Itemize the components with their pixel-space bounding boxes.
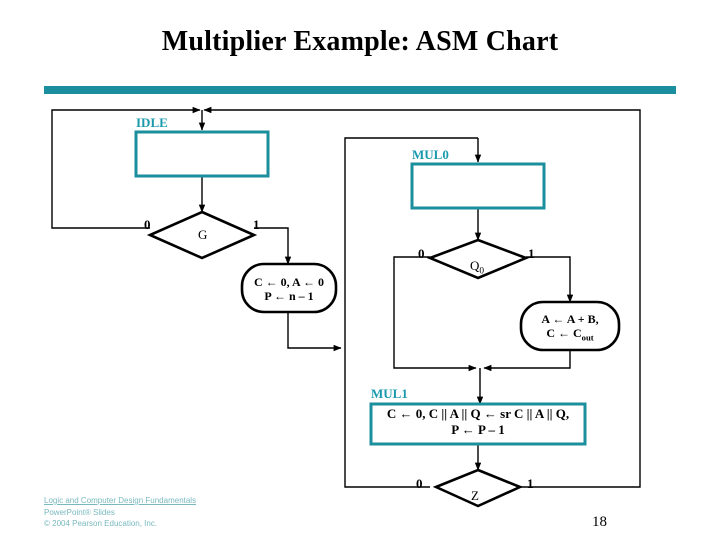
decision-name-q0: Q0 <box>470 258 484 277</box>
branch-label-z-1: 1 <box>527 476 534 491</box>
edge-g1-to-init <box>254 227 292 265</box>
state-body-mul1: C ← 0, C || A || Q ← sr C || A || Q, P ←… <box>371 406 585 437</box>
branch-label-z-0: 0 <box>416 476 423 491</box>
edge-add-to-mul1 <box>488 350 571 369</box>
credits-line-1: Logic and Computer Design Fundamentals <box>44 496 197 505</box>
slide-credits: Logic and Computer Design Fundamentals P… <box>44 495 196 530</box>
asm-edges <box>51 106 641 488</box>
decision-name-z: Z <box>471 488 479 503</box>
mul1-line-1: C ← 0, C || A || Q ← sr C || A || Q, <box>386 406 570 421</box>
add-line-1: A ← A + B, <box>541 312 599 326</box>
decision-name-q0-main: Q <box>470 258 480 273</box>
page-title: Multiplier Example: ASM Chart <box>161 26 559 57</box>
state-label-mul0: MUL0 <box>412 147 449 162</box>
state-box-mul0 <box>410 162 546 210</box>
conditional-output-add <box>519 300 621 352</box>
edge-init-to-mul0col <box>287 312 342 352</box>
edge-q0-1-to-add <box>526 256 574 303</box>
conditional-output-init-text: C ← 0, A ← 0 P ← n – 1 <box>242 275 336 304</box>
credits-line-2: PowerPoint® Slides <box>44 507 115 517</box>
state-box-idle <box>134 130 270 178</box>
init-line-1: C ← 0, A ← 0 <box>253 275 324 289</box>
edge-z1-to-idle <box>208 109 641 488</box>
state-label-idle: IDLE <box>136 115 168 130</box>
state-box-mul1 <box>369 402 587 446</box>
conditional-output-init <box>240 262 338 314</box>
add-line-2-main: C ← C <box>546 325 582 340</box>
page-number: 18 <box>592 514 607 530</box>
edge-z0-return <box>344 348 430 488</box>
decision-name-q0-sub: 0 <box>479 266 485 277</box>
add-line-2-sub: out <box>581 332 594 343</box>
add-line-2: C ← Cout <box>521 325 619 343</box>
decision-diamond-z <box>432 468 524 508</box>
branch-label-g-1: 1 <box>253 217 260 232</box>
edge-g0-to-idle <box>51 109 196 229</box>
credits-line-3: © 2004 Pearson Education, Inc. <box>44 519 158 529</box>
decision-name-g: G <box>198 227 208 242</box>
decision-diamond-g <box>146 210 258 260</box>
init-line-2: P ← n – 1 <box>264 288 314 303</box>
edge-q0-0-to-mul1 <box>393 256 472 369</box>
edge-spine-up-to-mul0 <box>344 137 478 348</box>
branch-label-q0-0: 0 <box>418 246 425 261</box>
conditional-output-add-text: A ← A + B, C ← Cout <box>521 312 619 343</box>
decision-diamond-q0 <box>426 238 530 280</box>
mul1-line-2: P ← P – 1 <box>451 421 505 437</box>
branch-label-g-0: 0 <box>144 217 151 232</box>
title-rule <box>44 86 676 94</box>
state-label-mul1: MUL1 <box>371 386 408 401</box>
branch-label-q0-1: 1 <box>528 246 535 261</box>
